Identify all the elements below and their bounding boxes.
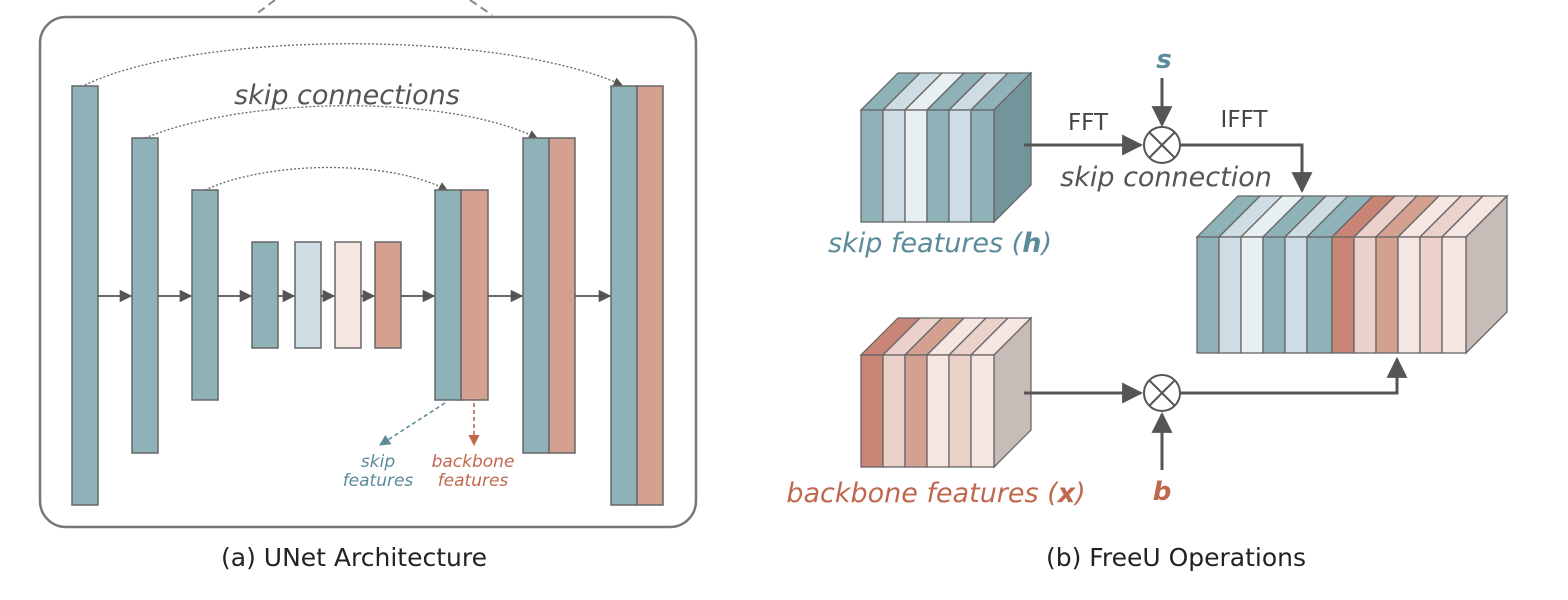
skip-features-cube: [859, 71, 1033, 224]
b-label: b: [1153, 477, 1172, 507]
encoder-block-2: [131, 137, 159, 454]
skip-arc-outer: [84, 43, 623, 86]
panel-b-caption: (b) FreeU Operations: [1046, 543, 1306, 572]
ifft-label: IFFT: [1221, 107, 1269, 133]
backbone-features-label-line2: features: [438, 471, 509, 491]
panel-a-unet: skip connections: [38, 0, 698, 572]
bottleneck-block-2: [294, 241, 322, 349]
panel-a-caption: (a) UNet Architecture: [221, 543, 487, 572]
backbone-features-x-label: backbone features (x): [786, 478, 1085, 509]
decoder-backbone-block-3: [636, 85, 664, 506]
backbone-output-arrow: [1180, 356, 1408, 395]
ifft-arrow: [1180, 143, 1313, 194]
skip-features-h-label: skip features (h): [828, 228, 1052, 259]
skip-features-label-line2: features: [343, 471, 414, 491]
backbone-features-cube: [859, 316, 1033, 469]
skip-arc-inner: [204, 166, 448, 191]
bottleneck-block-4: [374, 241, 402, 349]
bottleneck-block-1: [251, 241, 279, 349]
x-symbol: x: [1056, 478, 1077, 509]
decoder-skip-block-1: [434, 189, 462, 401]
encoder-block-3: [191, 189, 219, 401]
zoom-dashed-line-right: [469, 0, 493, 16]
skip-arc-middle: [144, 105, 538, 139]
bottleneck-block-3: [334, 241, 362, 349]
skip-features-pointer: [379, 402, 446, 446]
decoder-skip-block-2: [522, 137, 550, 454]
skip-features-label-line1: skip: [361, 452, 395, 472]
decoder-backbone-block-1: [460, 189, 489, 401]
zoom-dashed-line-left: [254, 0, 276, 16]
panel-b-freeu: skip features (h) backbone features (x): [786, 45, 1509, 572]
skip-connection-label: skip connection: [1060, 162, 1272, 193]
skip-connections-label: skip connections: [234, 80, 460, 111]
decoder-backbone-block-2: [548, 137, 576, 454]
h-symbol: h: [1022, 228, 1041, 259]
backbone-features-label-line1: backbone: [432, 452, 515, 472]
encoder-block-1: [71, 85, 99, 506]
fft-label: FFT: [1068, 110, 1109, 136]
s-label: s: [1156, 45, 1171, 75]
combined-features-cube: [1195, 194, 1509, 355]
decoder-skip-block-3: [610, 85, 638, 506]
unet-frame: [38, 15, 698, 529]
